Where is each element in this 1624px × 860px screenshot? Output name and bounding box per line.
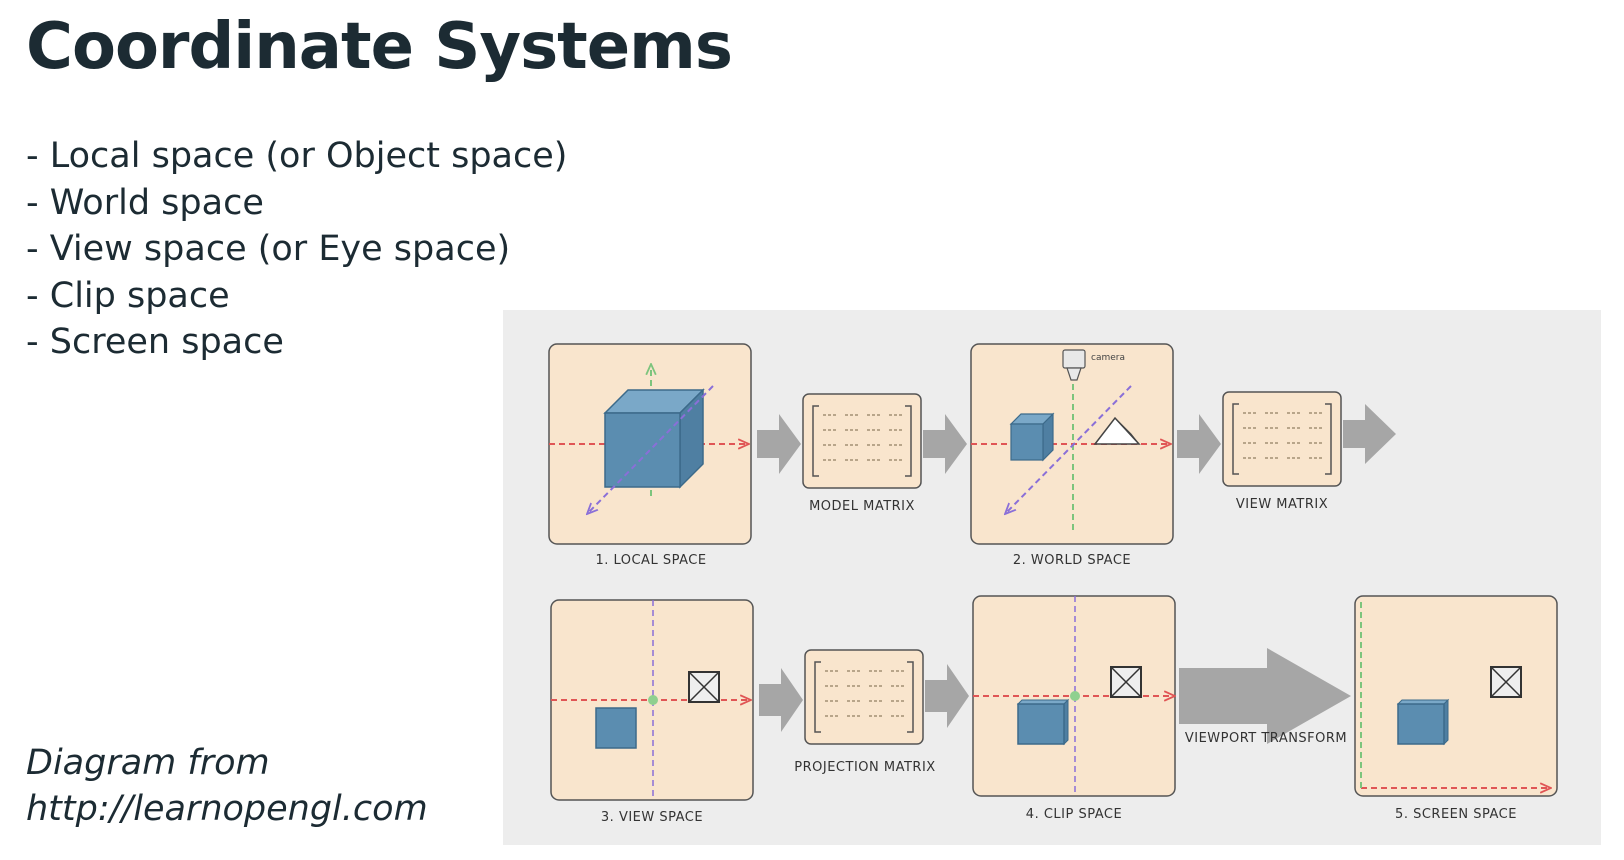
- cube-icon: [595, 707, 637, 749]
- cube-icon: [1009, 412, 1055, 462]
- view-matrix-label: VIEW MATRIX: [1236, 497, 1328, 512]
- list-item: - View space (or Eye space): [26, 229, 511, 269]
- arrow-icon: [1343, 404, 1396, 464]
- local-space-panel: [548, 343, 752, 545]
- arrow-icon: [925, 664, 969, 728]
- world-space-panel: camera: [970, 343, 1174, 545]
- cube-icon: [1396, 698, 1450, 746]
- diagram-credit: Diagram from http://learnopengl.com: [26, 740, 428, 832]
- local-space-label: 1. LOCAL SPACE: [595, 553, 706, 568]
- arrow-icon: [759, 668, 803, 732]
- arrow-icon: [757, 414, 801, 474]
- list-item: - Screen space: [26, 322, 284, 362]
- list-item: - World space: [26, 182, 264, 223]
- screen-space-label: 5. SCREEN SPACE: [1395, 807, 1517, 822]
- projection-matrix-box: [804, 649, 924, 745]
- arrow-icon: [1179, 648, 1351, 744]
- view-space-label: 3. VIEW SPACE: [601, 810, 703, 825]
- credit-text: Diagram from: [26, 743, 270, 783]
- view-matrix-box: [1222, 391, 1342, 487]
- credit-url: http://learnopengl.com: [26, 789, 428, 829]
- list-item: - Local space (or Object space): [26, 136, 568, 176]
- projection-matrix-label: PROJECTION MATRIX: [794, 760, 935, 775]
- pyramid-icon: [1490, 666, 1522, 698]
- clip-space-panel: [972, 595, 1175, 797]
- slide-title: Coordinate Systems: [26, 10, 733, 84]
- clip-space-label: 4. CLIP SPACE: [1026, 807, 1122, 822]
- model-matrix-box: [802, 393, 922, 489]
- camera-icon: [1062, 349, 1086, 381]
- pyramid-icon: [1093, 416, 1141, 445]
- pyramid-icon: [1110, 666, 1142, 698]
- coordinate-pipeline-diagram: 1. LOCAL SPACE MODEL MATRIX: [503, 310, 1601, 845]
- coordinate-space-list: - Local space (or Object space) - World …: [26, 133, 567, 366]
- pyramid-icon: [688, 671, 720, 703]
- view-space-panel: [550, 599, 754, 801]
- viewport-transform-label: VIEWPORT TRANSFORM: [1185, 731, 1347, 746]
- cube-icon: [603, 388, 705, 489]
- camera-label: camera: [1091, 353, 1125, 363]
- arrow-icon: [923, 414, 967, 474]
- model-matrix-label: MODEL MATRIX: [809, 499, 915, 514]
- screen-space-panel: [1354, 595, 1558, 797]
- world-space-label: 2. WORLD SPACE: [1013, 553, 1131, 568]
- arrow-icon: [1177, 414, 1221, 474]
- list-item: - Clip space: [26, 275, 230, 316]
- cube-icon: [1016, 698, 1070, 746]
